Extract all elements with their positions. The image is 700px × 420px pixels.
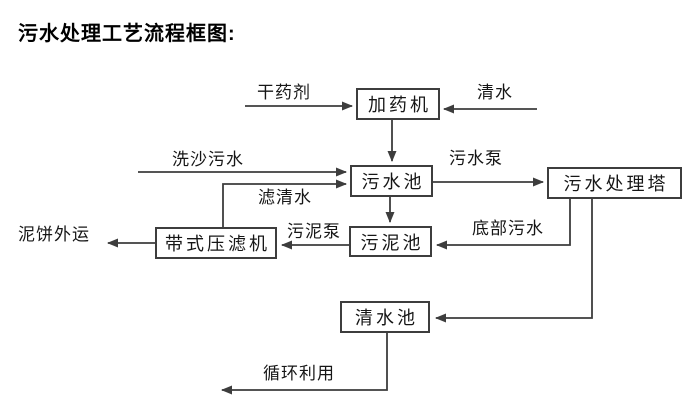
page-title: 污水处理工艺流程框图: (18, 23, 236, 45)
flow-label-mud-cake-transport-out: 泥饼外运 (18, 225, 90, 244)
edge-clean-water-pool-to-recycle (221, 333, 388, 395)
flow-label-filtered-clean-water: 滤清水 (258, 188, 312, 207)
node-dosing-machine: 加药机 (356, 88, 440, 120)
node-sewage-treatment-tower: 污水处理塔 (547, 167, 682, 199)
flow-label-recycle-use: 循环利用 (263, 364, 335, 383)
flow-label-clean-water: 清水 (477, 83, 513, 102)
flow-label-sand-washing-sewage: 洗沙污水 (172, 150, 244, 169)
flow-label-dry-agent: 干药剂 (257, 83, 311, 102)
flow-label-sewage-pump: 污水泵 (449, 149, 503, 168)
edge-filtered-water-press-to-sewage-pool (222, 179, 347, 227)
flow-label-sludge-pump: 污泥泵 (287, 222, 341, 241)
node-clean-water-pool: 清水池 (340, 301, 430, 333)
node-sewage-pool: 污水池 (350, 165, 433, 197)
edge-tower-to-clean-water-pool (435, 199, 593, 323)
node-sludge-pool: 污泥池 (349, 226, 432, 257)
node-belt-filter-press: 带式压滤机 (155, 227, 277, 259)
flow-label-bottom-sewage: 底部污水 (472, 219, 544, 238)
edge-bottom-sewage-tower-to-sludge-pool (436, 199, 571, 250)
